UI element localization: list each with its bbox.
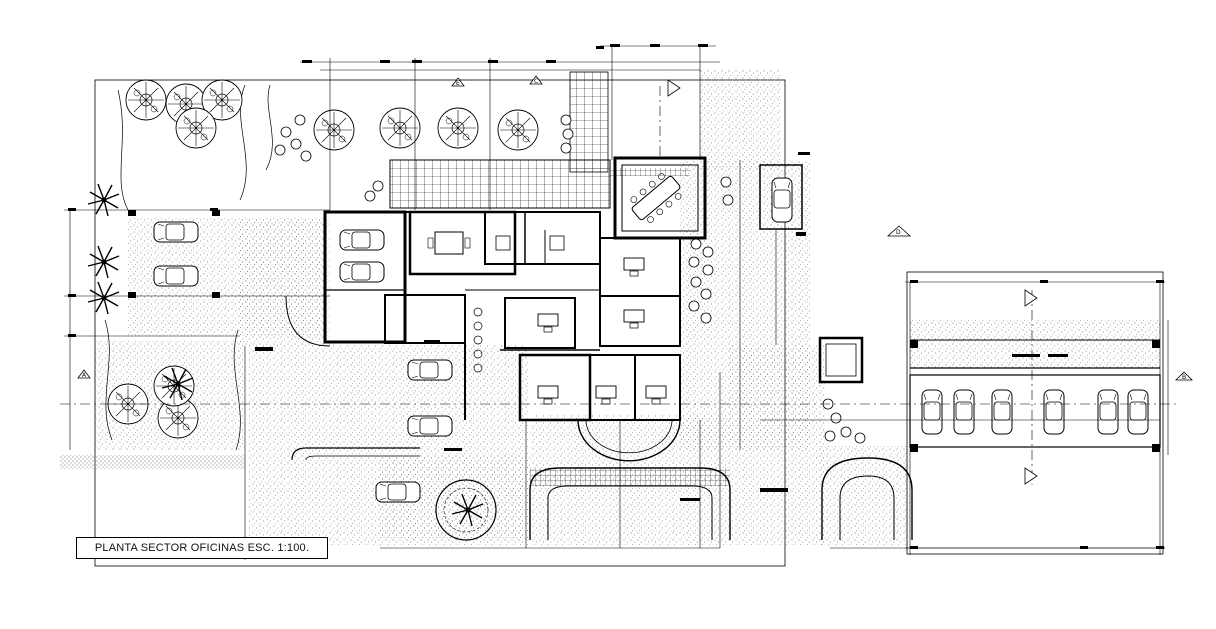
section-marker-e: E bbox=[451, 77, 465, 87]
section-marker-d: D bbox=[886, 225, 912, 237]
dimension-lines bbox=[60, 45, 1180, 560]
dimension-ticks bbox=[68, 44, 1164, 549]
section-marker-c: C bbox=[529, 75, 543, 85]
furniture bbox=[427, 173, 682, 405]
section-marker-c-label: C bbox=[534, 78, 538, 85]
garden-left bbox=[87, 79, 574, 527]
section-markers: A B C D E bbox=[77, 75, 1193, 485]
walkways bbox=[285, 295, 913, 541]
drawing-title: PLANTA SECTOR OFICINAS ESC. 1:100. bbox=[94, 542, 310, 554]
section-marker-e-label: E bbox=[456, 80, 460, 87]
drawing-title-box: PLANTA SECTOR OFICINAS ESC. 1:100. bbox=[76, 537, 328, 559]
section-marker-a: A bbox=[77, 369, 91, 379]
tiled-areas bbox=[389, 71, 690, 209]
section-marker-d-label: D bbox=[896, 229, 901, 236]
section-marker-b-label: B bbox=[1182, 374, 1186, 381]
section-marker-a-label: A bbox=[82, 372, 87, 379]
section-marker-b: B bbox=[1175, 371, 1193, 381]
